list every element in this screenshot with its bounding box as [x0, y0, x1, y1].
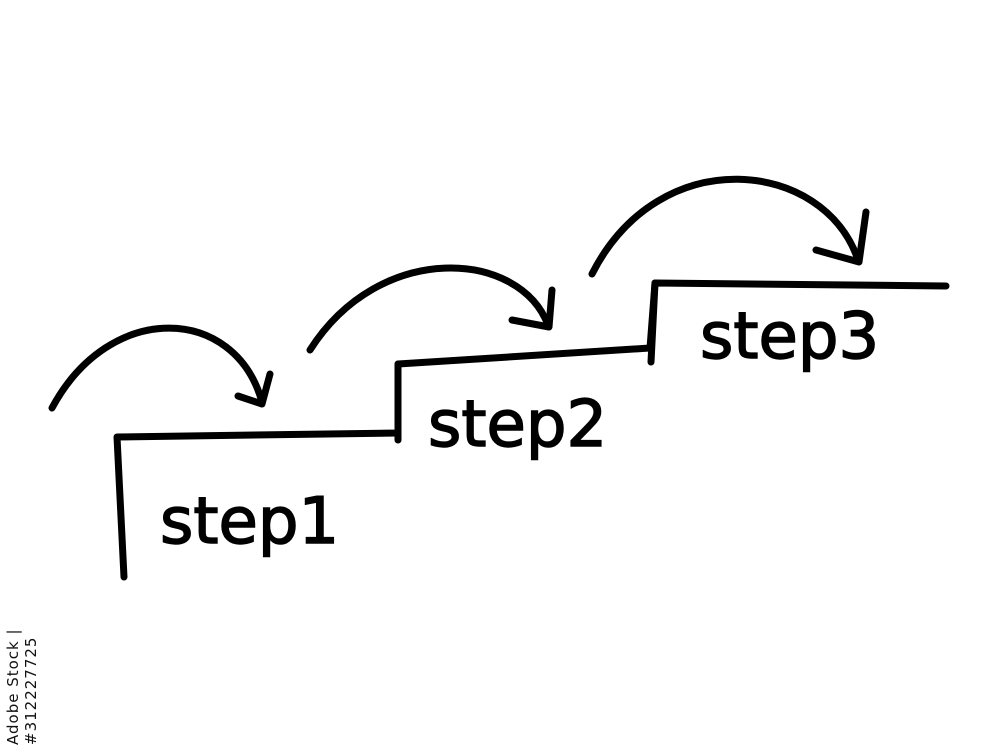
arc-arrow-3-icon: [588, 175, 870, 278]
stair-riser-3: [647, 279, 659, 366]
stock-id-watermark: Adobe Stock | #312227725: [4, 628, 40, 745]
arc-arrow-1-icon: [48, 324, 274, 412]
step-3-label: step3: [700, 300, 879, 374]
step-2-label: step2: [428, 388, 607, 462]
arc-arrow-2-icon: [306, 264, 556, 354]
step-1-label: step1: [160, 485, 339, 559]
